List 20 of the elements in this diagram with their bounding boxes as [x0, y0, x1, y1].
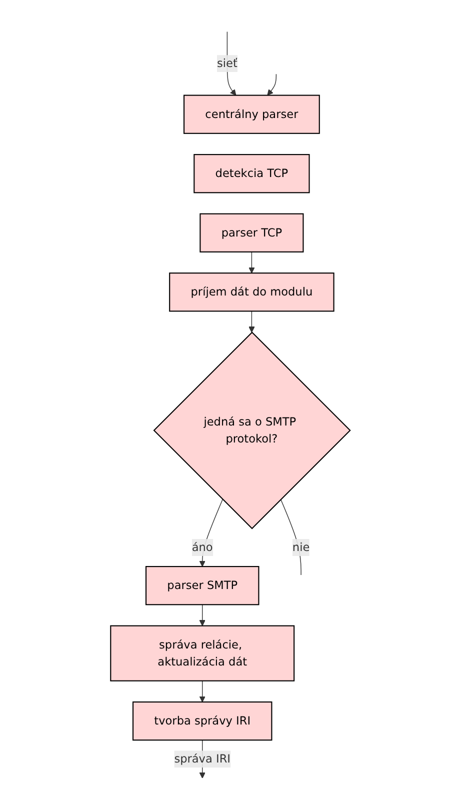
- arrow: [226, 30, 236, 96]
- arrow: [248, 310, 255, 332]
- node-box: detekcia TCP: [194, 154, 310, 193]
- node-diamond: jedná sa o SMTP protokol?: [153, 331, 351, 529]
- node-box: tvorba správy IRI: [132, 700, 272, 740]
- arrow: [199, 680, 206, 702]
- arrow: [267, 73, 277, 96]
- node-box: parser SMTP: [146, 566, 260, 605]
- node-box: centrálny parser: [184, 94, 320, 134]
- connector: [280, 498, 302, 575]
- edge-label: sieť: [217, 56, 238, 70]
- edge-label: správa IRI: [174, 752, 231, 765]
- node-box: príjem dát do modulu: [169, 272, 334, 312]
- arrow: [248, 251, 255, 273]
- node-box: parser TCP: [200, 212, 304, 252]
- edge-label: áno: [192, 540, 213, 554]
- arrow: [199, 604, 206, 626]
- arrow: [199, 498, 224, 566]
- edge-label: nie: [292, 540, 310, 554]
- node-box: správa relácie, aktualizácia dát: [110, 624, 295, 681]
